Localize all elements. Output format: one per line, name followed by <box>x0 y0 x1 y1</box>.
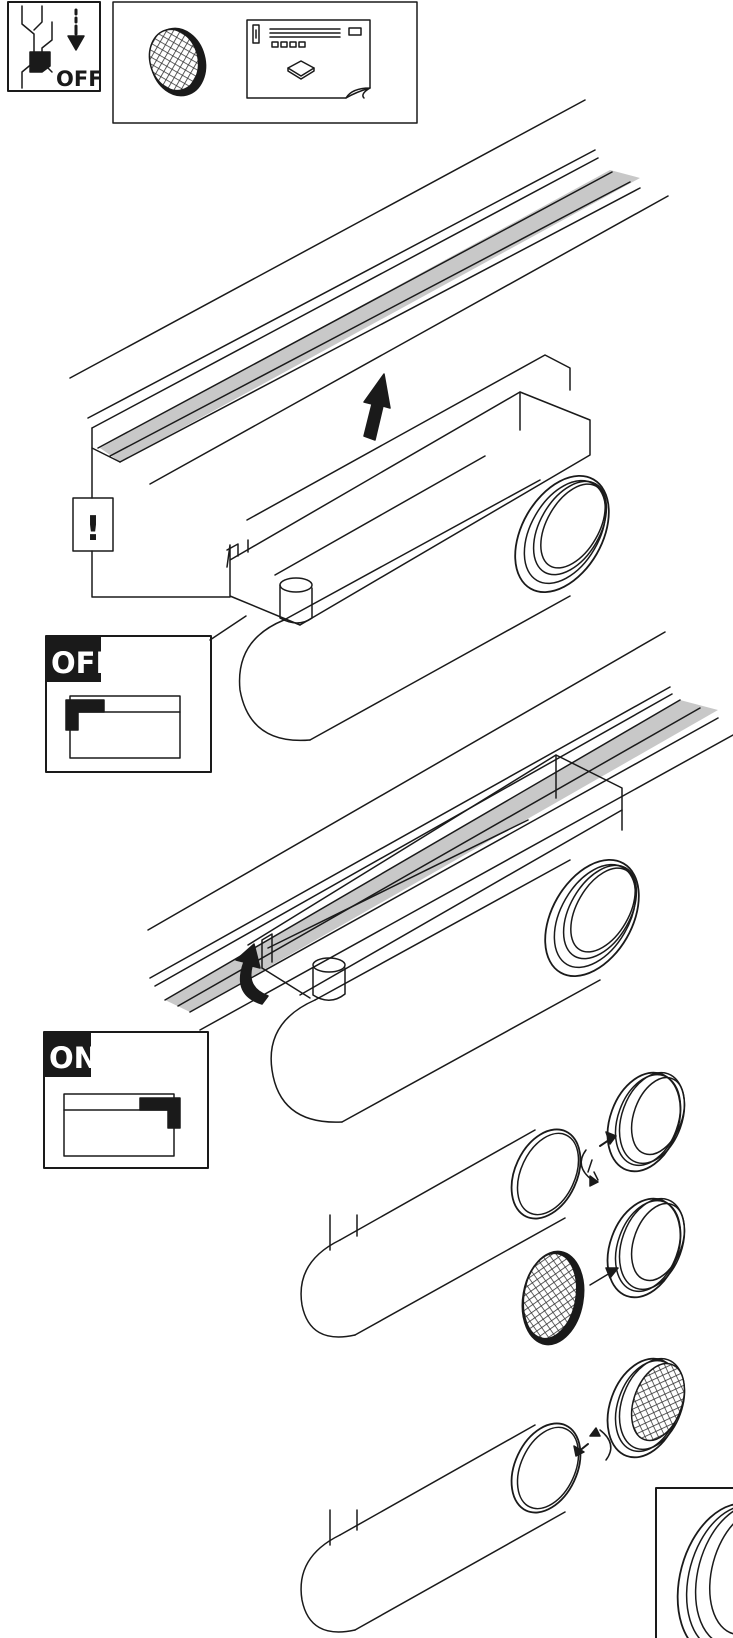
step1-spotlight <box>238 474 610 742</box>
switch-off-label: OFF <box>51 646 115 680</box>
honeycomb-louvre-icon <box>148 27 207 97</box>
rotate-arrow-icon <box>235 943 269 1005</box>
step3-spotlight <box>300 1128 582 1338</box>
warning-icon: ! <box>85 509 101 549</box>
step2-spotlight <box>270 858 640 1123</box>
twist-arrow-icon-2 <box>573 1427 612 1461</box>
switch-on-inset: ON <box>43 1031 209 1169</box>
switch-on-label: ON <box>49 1041 98 1075</box>
accessories-box <box>112 1 418 124</box>
step4-spotlight <box>300 1422 582 1633</box>
switch-off-inset: OFF <box>45 615 247 773</box>
step3-louvre <box>521 1250 585 1346</box>
step3-lens-top <box>606 1071 686 1173</box>
warning-marker: ! <box>72 447 231 598</box>
instruction-sheet-icon <box>246 19 371 99</box>
twist-arrow-icon <box>580 1131 617 1187</box>
step4-lens-with-louvre <box>606 1357 686 1459</box>
step2-adapter <box>247 754 623 1001</box>
power-switch-off-icon: OFF <box>7 1 103 92</box>
step1-adapter <box>226 354 591 626</box>
insert-arrow-icon <box>589 1267 619 1286</box>
step1-track <box>69 99 669 485</box>
power-off-label: OFF <box>56 67 103 91</box>
lens-detail-inset <box>655 1487 733 1638</box>
step2-track <box>147 631 733 1031</box>
step3-lens-bottom <box>606 1197 686 1299</box>
arrow-up-icon <box>363 373 391 441</box>
